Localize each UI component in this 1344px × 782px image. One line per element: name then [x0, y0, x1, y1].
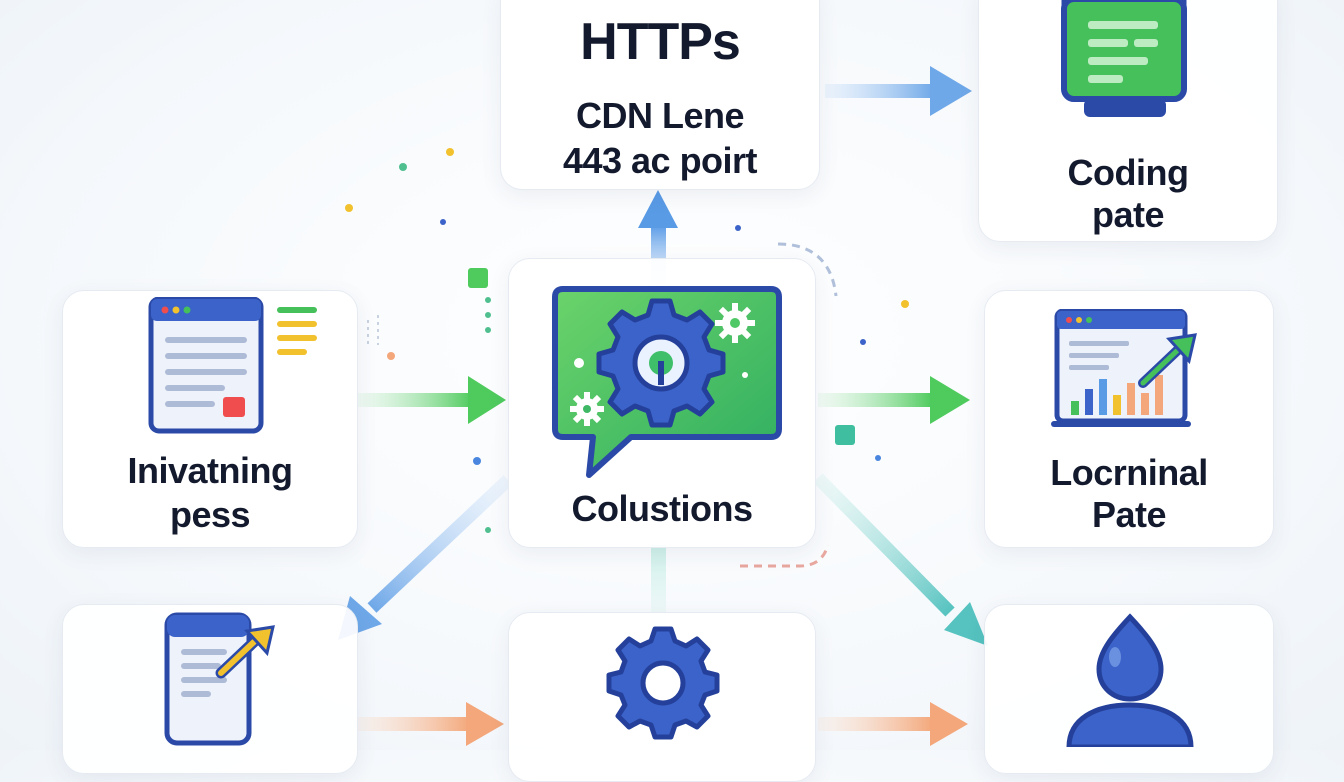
arrow-https-to-coding: [825, 66, 972, 116]
colustions-label: Colustions: [571, 488, 754, 529]
coding-pate-node: Coding pate: [978, 0, 1278, 242]
gear-icon: [606, 626, 720, 740]
arrow-center-to-bottom: [651, 545, 666, 630]
https-line-1: CDN Lene: [575, 95, 745, 136]
arrow-bottom-left-orange: [355, 702, 504, 746]
tablet-edit-icon: [164, 612, 275, 746]
small-gear-bottom-left: [570, 392, 604, 426]
coding-pate-line-1: Coding: [1067, 152, 1189, 193]
document-stack-icon: [1061, 0, 1187, 117]
locrninal-pate-line-1: Locrninal: [1050, 452, 1208, 493]
locrninal-pate-line-2: Pate: [1091, 494, 1167, 535]
https-node: HTTPs CDN Lene 443 ac poirt: [500, 0, 820, 190]
bottom-left-node: [62, 604, 358, 774]
arrow-left-to-center: [358, 376, 506, 424]
arrow-center-to-bottom-right: [813, 473, 988, 646]
large-gear: [596, 298, 726, 428]
analytics-chart-icon: [1051, 309, 1197, 427]
coding-pate-line-2: pate: [1091, 194, 1165, 235]
colustions-node: Colustions: [508, 258, 816, 548]
bottom-center-node: [508, 612, 816, 782]
https-title: HTTPs: [580, 13, 741, 71]
decorative-dots: [345, 148, 909, 568]
bottom-right-node: [984, 604, 1274, 774]
user-avatar-icon: [1066, 613, 1194, 747]
https-line-2: 443 ac poirt: [562, 140, 758, 181]
inivatning-pess-node: Inivatning pess: [62, 290, 358, 548]
arrow-center-to-right: [818, 376, 970, 424]
gear-chat-icon: [552, 286, 782, 478]
arrow-bottom-right-orange: [818, 702, 968, 746]
small-gear-top-right: [715, 303, 755, 343]
browser-window-icon: [148, 297, 317, 434]
inivatning-pess-line-2: pess: [169, 494, 251, 535]
inivatning-pess-line-1: Inivatning: [127, 450, 294, 491]
locrninal-pate-node: Locrninal Pate: [984, 290, 1274, 548]
